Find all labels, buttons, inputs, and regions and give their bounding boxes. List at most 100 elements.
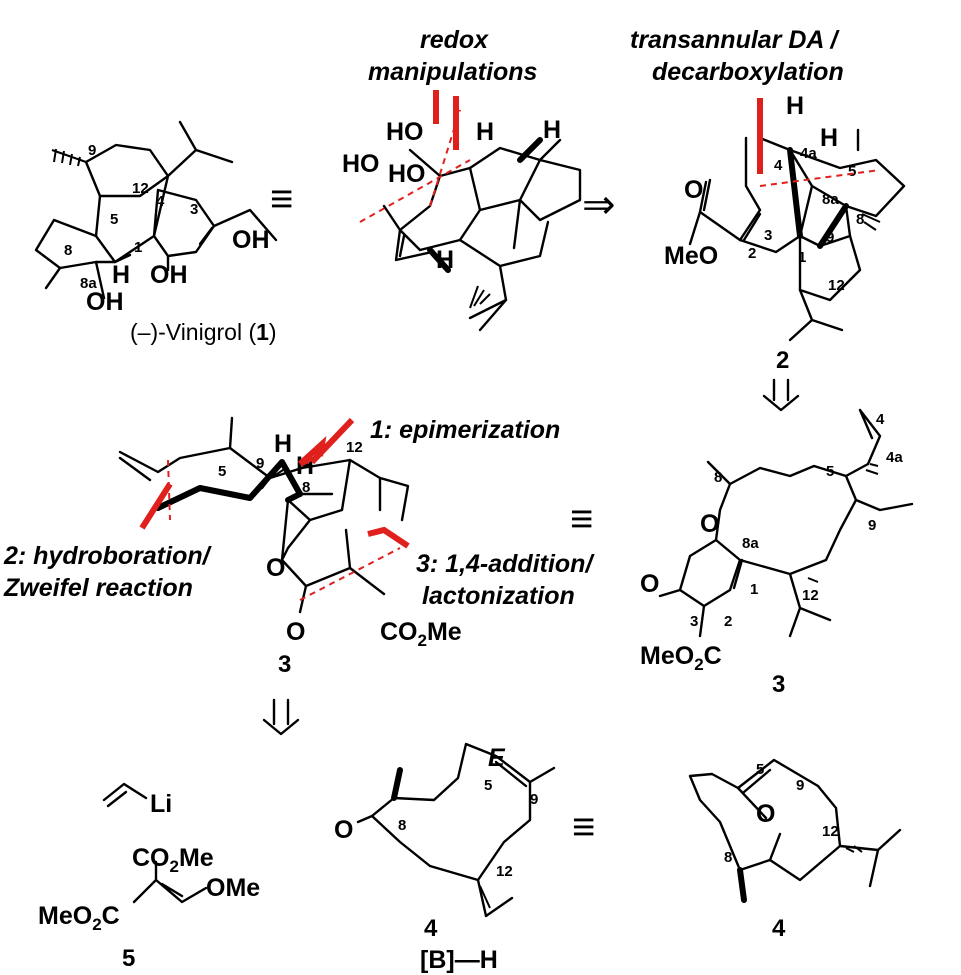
locant-9: 9 xyxy=(88,142,96,159)
addition-marker xyxy=(367,526,410,549)
locant-5: 5 xyxy=(218,463,226,480)
compound-3-3d-structure xyxy=(118,416,410,614)
atom-h: H xyxy=(436,246,454,274)
epimerization-arrow xyxy=(297,417,355,467)
vinyl-lithium-structure xyxy=(102,782,148,802)
locant-5: 5 xyxy=(826,463,834,480)
vinyl-double-bond xyxy=(106,790,128,808)
atom-o: O xyxy=(266,554,285,582)
redox-dashed xyxy=(359,109,471,223)
retro-arrow: ⇒ xyxy=(582,183,616,227)
compound-2-structure xyxy=(688,128,906,342)
locant-5: 5 xyxy=(848,163,856,180)
compound-2-label: 2 xyxy=(776,347,789,374)
vinigrol-label: (–)-Vinigrol (1) xyxy=(130,319,277,345)
locant-12: 12 xyxy=(828,277,845,294)
da-dashed xyxy=(759,169,881,187)
da-label-1: transannular DA / xyxy=(630,26,841,54)
locant-8a: 8a xyxy=(80,275,97,292)
locant-9: 9 xyxy=(530,791,538,808)
co2me-group: CO2Me xyxy=(132,844,214,876)
compound-4-structure xyxy=(356,742,556,918)
locant-9: 9 xyxy=(868,517,876,534)
addition-label-2: lactonization xyxy=(422,582,575,610)
redox-marker xyxy=(433,90,459,150)
hydroboration-marker xyxy=(139,482,173,530)
atom-oh: OH xyxy=(150,261,188,289)
epimerization-label: 1: epimerization xyxy=(370,416,560,444)
compound-4-label-right: 4 xyxy=(772,915,786,942)
atom-o: O xyxy=(640,570,659,598)
atom-o: O xyxy=(684,176,703,204)
bond-disconnections xyxy=(167,459,401,601)
locant-2: 2 xyxy=(724,613,732,630)
atom-o: O xyxy=(286,618,305,646)
locant-1: 1 xyxy=(798,249,806,266)
locant-8: 8 xyxy=(64,242,72,259)
e-stereo-label: E xyxy=(488,744,506,772)
atom-h: H xyxy=(786,92,804,120)
retro-arrow-down xyxy=(762,378,800,412)
locant-12: 12 xyxy=(496,863,513,880)
locant-4a: 4a xyxy=(886,449,903,466)
redox-label-1: redox xyxy=(420,26,489,54)
locant-4: 4 xyxy=(774,157,783,174)
locant-4: 4 xyxy=(156,193,165,210)
atom-ho: HO xyxy=(342,150,380,178)
atom-li: Li xyxy=(150,790,172,818)
meo2c-group: MeO2C xyxy=(640,642,722,674)
compound-3-label-left: 3 xyxy=(278,651,291,678)
locant-8: 8 xyxy=(398,817,406,834)
locant-12: 12 xyxy=(132,180,149,197)
meo2c-group: MeO2C xyxy=(38,902,120,934)
redox-label-2: manipulations xyxy=(368,58,538,86)
hydroboration-label-2: Zweifel reaction xyxy=(3,574,193,602)
locant-8: 8 xyxy=(302,479,310,496)
hydroboration-label-1: 2: hydroboration/ xyxy=(3,542,213,570)
locant-9: 9 xyxy=(796,777,804,794)
compound-5-structure xyxy=(132,860,208,904)
atom-h: H xyxy=(112,261,130,289)
borane-reagent: [B]—H xyxy=(420,946,498,974)
atom-oh: OH xyxy=(232,226,270,254)
locant-4: 4 xyxy=(876,411,885,428)
locant-5: 5 xyxy=(756,761,764,778)
compound-4-3d-structure xyxy=(688,758,902,903)
atom-ho: HO xyxy=(388,160,426,188)
atom-h: H xyxy=(274,430,292,458)
locant-12: 12 xyxy=(822,823,839,840)
locant-4a: 4a xyxy=(800,145,817,162)
equivalent-symbol: ≡ xyxy=(570,497,593,541)
locant-8a: 8a xyxy=(742,535,759,552)
vinigrol-structure xyxy=(34,120,278,300)
locant-12: 12 xyxy=(346,439,363,456)
compound-4-label: 4 xyxy=(424,915,438,942)
atom-o: O xyxy=(756,800,775,828)
locant-8: 8 xyxy=(714,469,722,486)
retro-arrow-down xyxy=(262,698,300,736)
locant-2: 2 xyxy=(748,245,756,262)
compound-5-label: 5 xyxy=(122,945,135,972)
locant-9: 9 xyxy=(256,455,264,472)
atom-meo: MeO xyxy=(664,242,718,270)
co2me-group: CO2Me xyxy=(380,618,462,650)
locant-12: 12 xyxy=(802,587,819,604)
locant-8a: 8a xyxy=(822,191,839,208)
addition-label-1: 3: 1,4-addition/ xyxy=(416,550,595,578)
atom-h: H xyxy=(476,118,494,146)
locant-9: 9 xyxy=(826,229,834,246)
atom-ho: HO xyxy=(386,118,424,146)
locant-5: 5 xyxy=(484,777,492,794)
locant-5: 5 xyxy=(110,211,118,228)
locant-8: 8 xyxy=(724,849,732,866)
atom-ome: OMe xyxy=(206,874,260,902)
compound-3-label-right: 3 xyxy=(772,671,785,698)
atom-o: O xyxy=(700,510,719,538)
locant-3: 3 xyxy=(690,613,698,630)
atom-h: H xyxy=(543,116,561,144)
compound-3-structure xyxy=(658,408,914,638)
locant-1: 1 xyxy=(750,581,758,598)
atom-oh: OH xyxy=(86,288,124,316)
locant-3: 3 xyxy=(190,201,198,218)
